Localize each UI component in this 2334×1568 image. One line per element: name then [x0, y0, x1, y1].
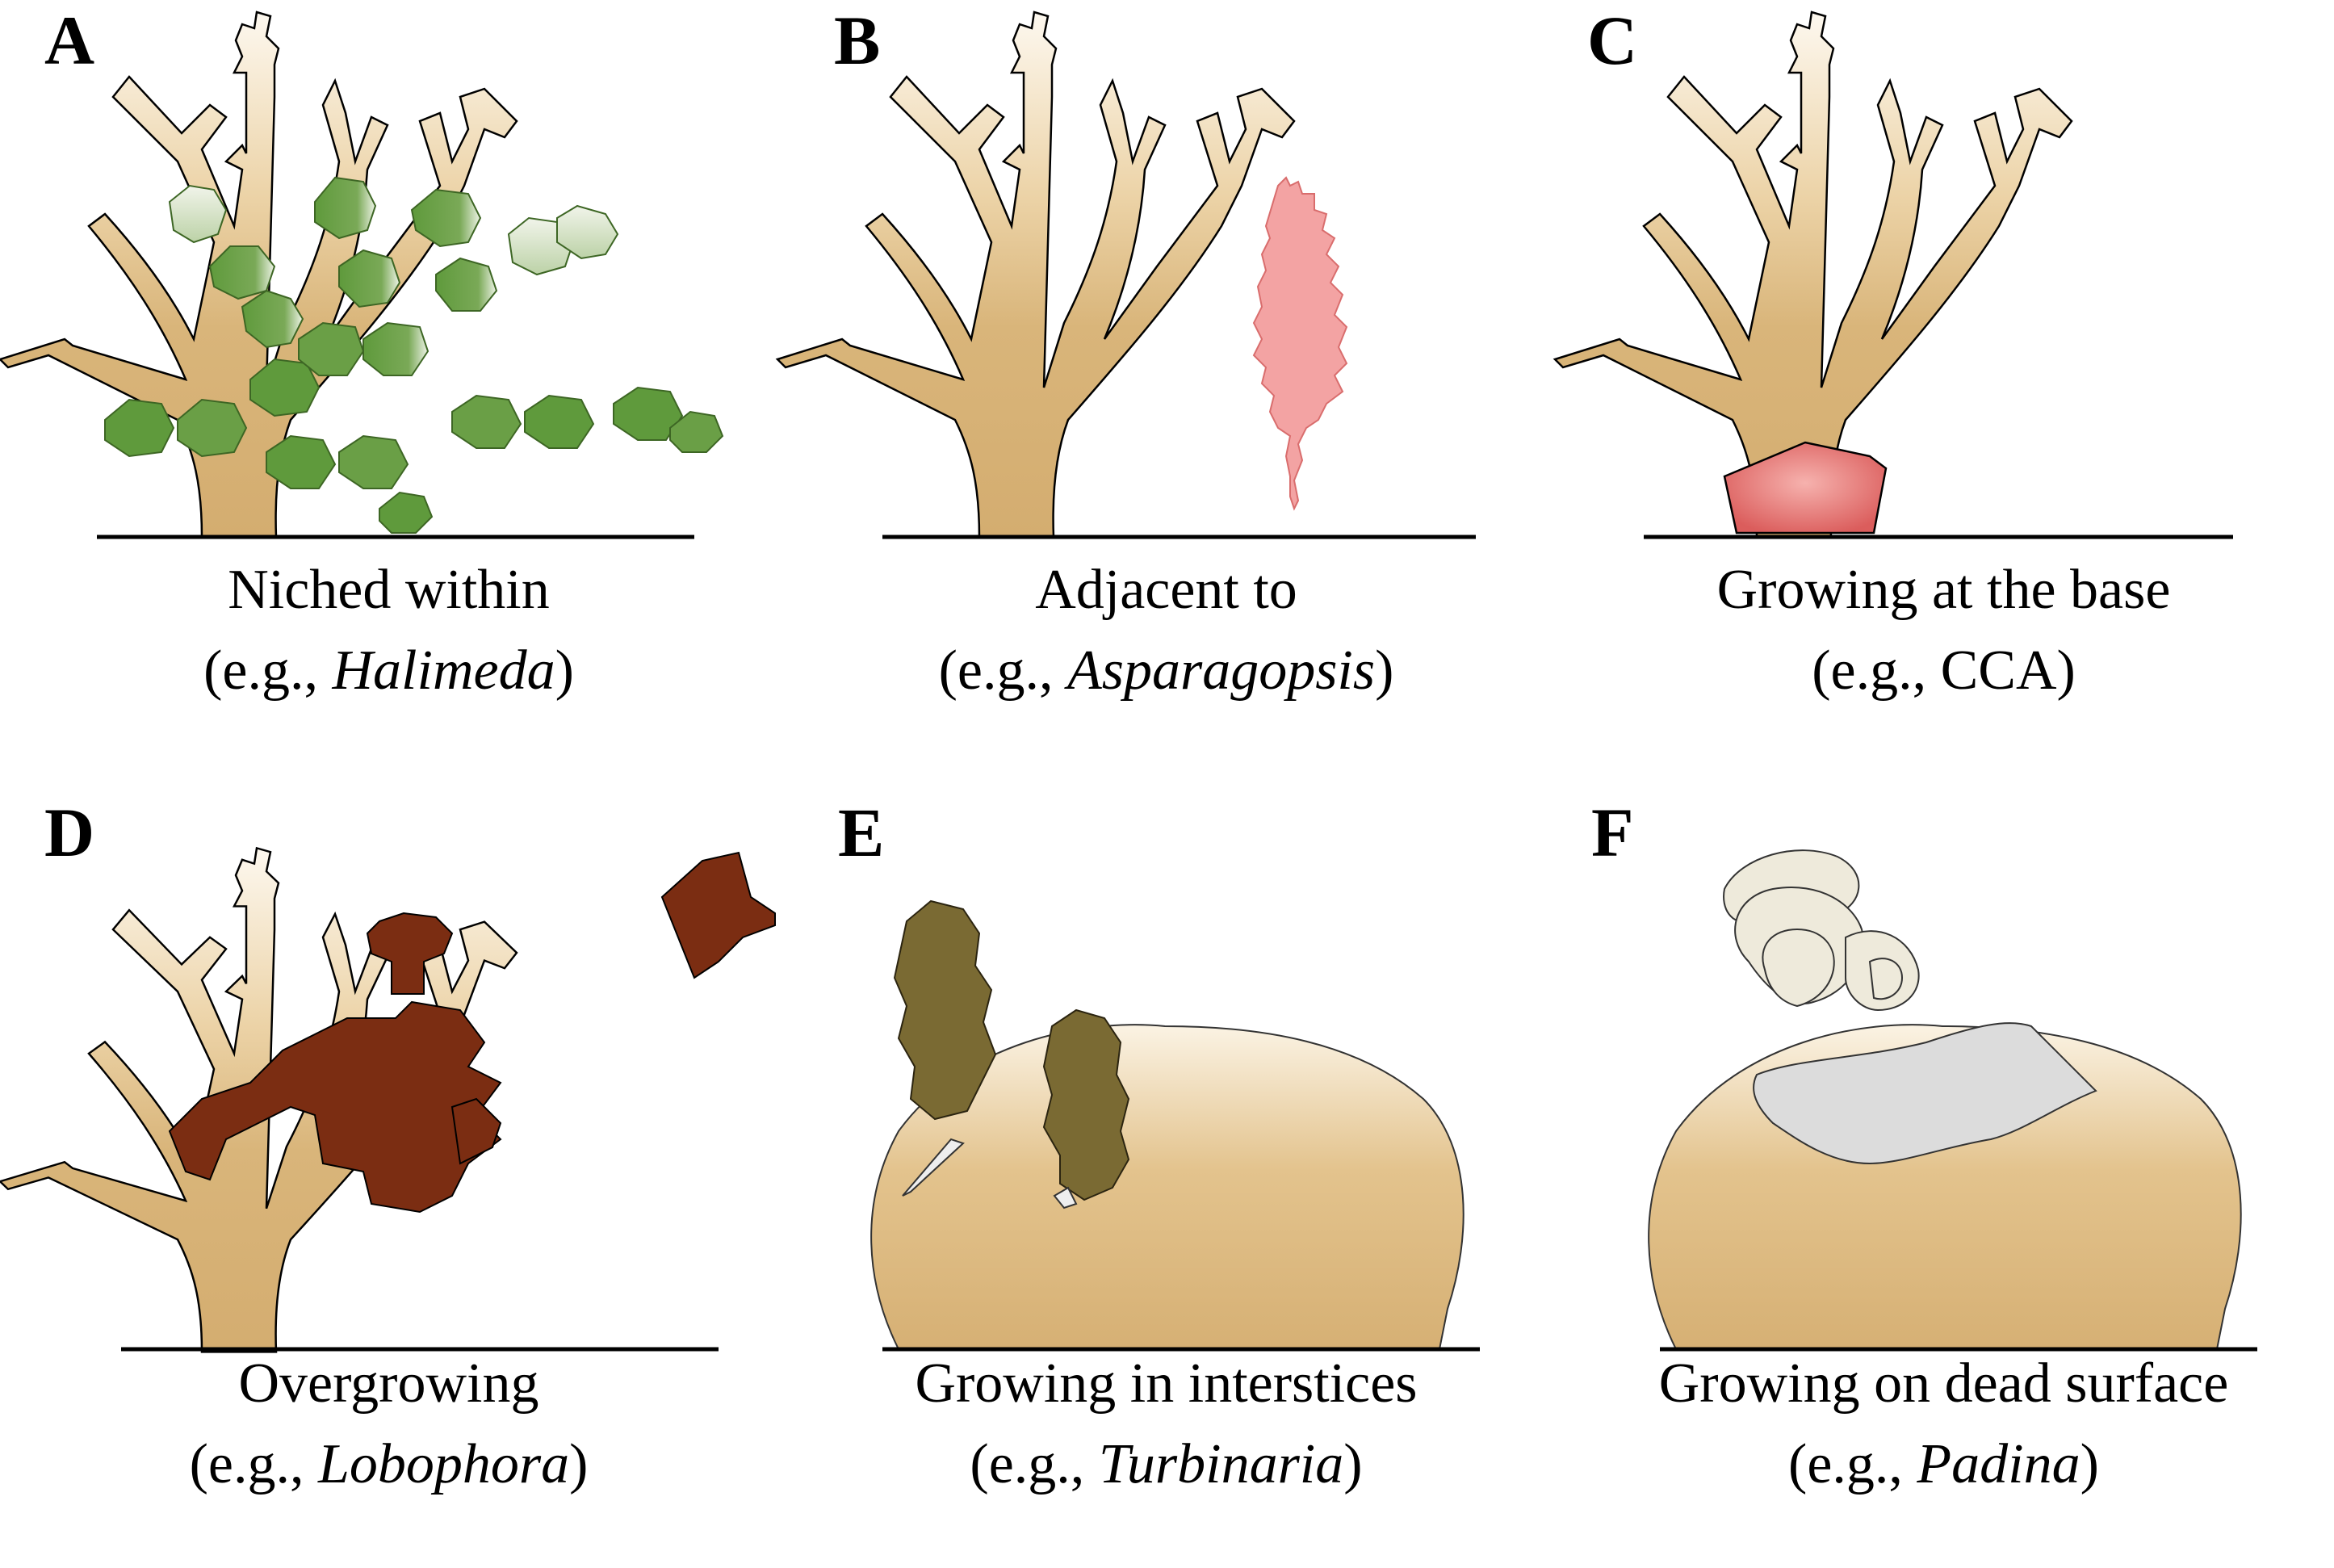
panel-letter: E [838, 794, 885, 871]
panel-caption: Overgrowing [238, 1352, 539, 1415]
panel-example: (e.g., Asparagopsis) [938, 639, 1394, 702]
panel-letter: C [1587, 2, 1638, 79]
panel-letter: F [1591, 794, 1634, 871]
panel-example: (e.g., Halimeda) [203, 639, 574, 702]
dead-surface-patch [1753, 1022, 2097, 1165]
panel-letter: B [834, 2, 881, 79]
panel-caption: Adjacent to [1035, 559, 1297, 621]
massive-coral-with-turbinaria-icon [870, 899, 1480, 1352]
massive-coral-with-padina-icon [1648, 849, 2257, 1352]
panel-letter: A [44, 2, 95, 79]
panel-b: B Adjacent to (e.g., Asparagopsis) [776, 0, 1555, 784]
asparagopsis-icon [1252, 176, 1348, 511]
panel-example: (e.g., Turbinaria) [970, 1433, 1363, 1495]
branching-coral-with-asparagopsis-icon [776, 10, 1476, 539]
panel-caption: Growing on dead surface [1658, 1352, 2229, 1415]
lobophora-icon [168, 851, 776, 1214]
panel-example: (e.g., Padina) [1788, 1433, 2099, 1495]
branching-coral-with-cca-icon [1553, 10, 2233, 539]
panel-caption: Niched within [228, 559, 550, 621]
panel-f: F Growing on dead surface (e.g., Padina) [1555, 784, 2332, 1568]
massive-coral-mound [870, 1024, 1465, 1350]
branching-coral-with-lobophora-icon [0, 847, 776, 1353]
panel-letter: D [44, 794, 95, 871]
panel-example: (e.g., Lobophora) [189, 1433, 589, 1495]
turbinaria-icon [893, 899, 1130, 1201]
panel-a: A Niched within (e [0, 0, 777, 784]
panel-example: (e.g., CCA) [1812, 639, 2076, 702]
panel-c: C Growing at the base (e.g., CCA) [1553, 0, 2332, 784]
panel-e: E Growing in interstices (e.g., Turbinar… [777, 784, 1555, 1568]
panel-caption: Growing in interstices [915, 1352, 1418, 1415]
branching-coral-with-halimeda-icon [0, 10, 724, 539]
panel-caption: Growing at the base [1716, 559, 2171, 621]
halimeda-icon [104, 176, 724, 534]
cca-icon [1723, 441, 1888, 535]
padina-icon [1723, 849, 1920, 1012]
panel-d: D Overgrowing (e.g., Lobophora) [0, 784, 777, 1568]
